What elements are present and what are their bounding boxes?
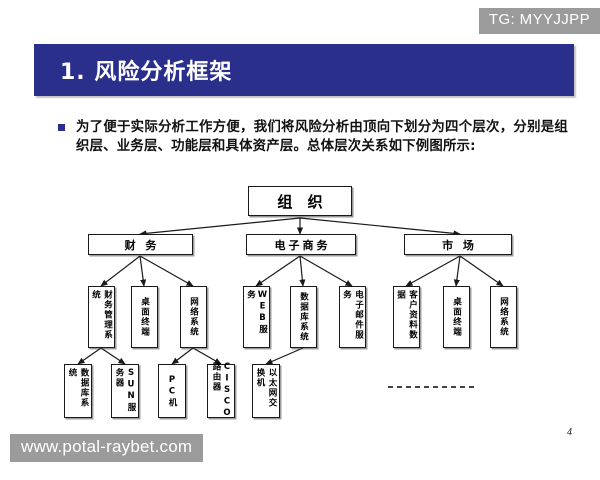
diagram-node-network-system-finance: 网络系统: [180, 286, 207, 348]
title-banner: 1. 风险分析框架: [34, 44, 574, 96]
diagram-node-root: 组 织: [248, 186, 352, 216]
diagram-node-asset-database-system: 数据库系统: [64, 364, 92, 418]
diagram-node-ecommerce: 电子商务: [246, 234, 356, 255]
risk-analysis-hierarchy-diagram: 组 织 财 务 电子商务 市 场 财务管理系统 桌面终端 网络系统 WEB服务 …: [0, 186, 600, 436]
diagram-node-asset-sun-server: SUN服务器: [111, 364, 139, 418]
bullet-square-icon: [58, 124, 65, 131]
diagram-ellipsis-dashes: [388, 386, 474, 388]
diagram-node-asset-cisco-router: CISCO路由器: [207, 362, 235, 420]
footer-watermark: www.potal-raybet.com: [10, 434, 204, 462]
page-number: 4: [567, 427, 572, 438]
diagram-node-asset-pc: PC机: [158, 364, 186, 418]
diagram-connector-lines: [77, 217, 504, 365]
diagram-node-desktop-terminal-market: 桌面终端: [443, 286, 470, 348]
top-watermark: TG: MYYJJPP: [478, 8, 600, 34]
diagram-node-email-service: 电子邮件服务: [339, 286, 366, 348]
diagram-node-finance: 财 务: [88, 234, 193, 255]
page-title: 1. 风险分析框架: [60, 60, 233, 85]
diagram-node-desktop-terminal-finance: 桌面终端: [131, 286, 158, 348]
diagram-node-asset-ethernet-switch: 以太网交换机: [252, 364, 280, 418]
body-paragraph-text: 为了便于实际分析工作方便，我们将风险分析由顶向下划分为四个层次，分别是组织层、业…: [76, 120, 568, 155]
diagram-node-finance-mgmt-system: 财务管理系统: [88, 286, 115, 348]
body-paragraph-block: 为了便于实际分析工作方便，我们将风险分析由顶向下划分为四个层次，分别是组织层、业…: [58, 118, 568, 156]
diagram-node-web-service: WEB服务: [243, 286, 270, 348]
diagram-node-market: 市 场: [404, 234, 512, 255]
diagram-node-database-system: 数据库系统: [290, 286, 317, 348]
diagram-node-customer-data: 客户资料数据: [393, 286, 420, 348]
diagram-node-network-system-market: 网络系统: [490, 286, 517, 348]
